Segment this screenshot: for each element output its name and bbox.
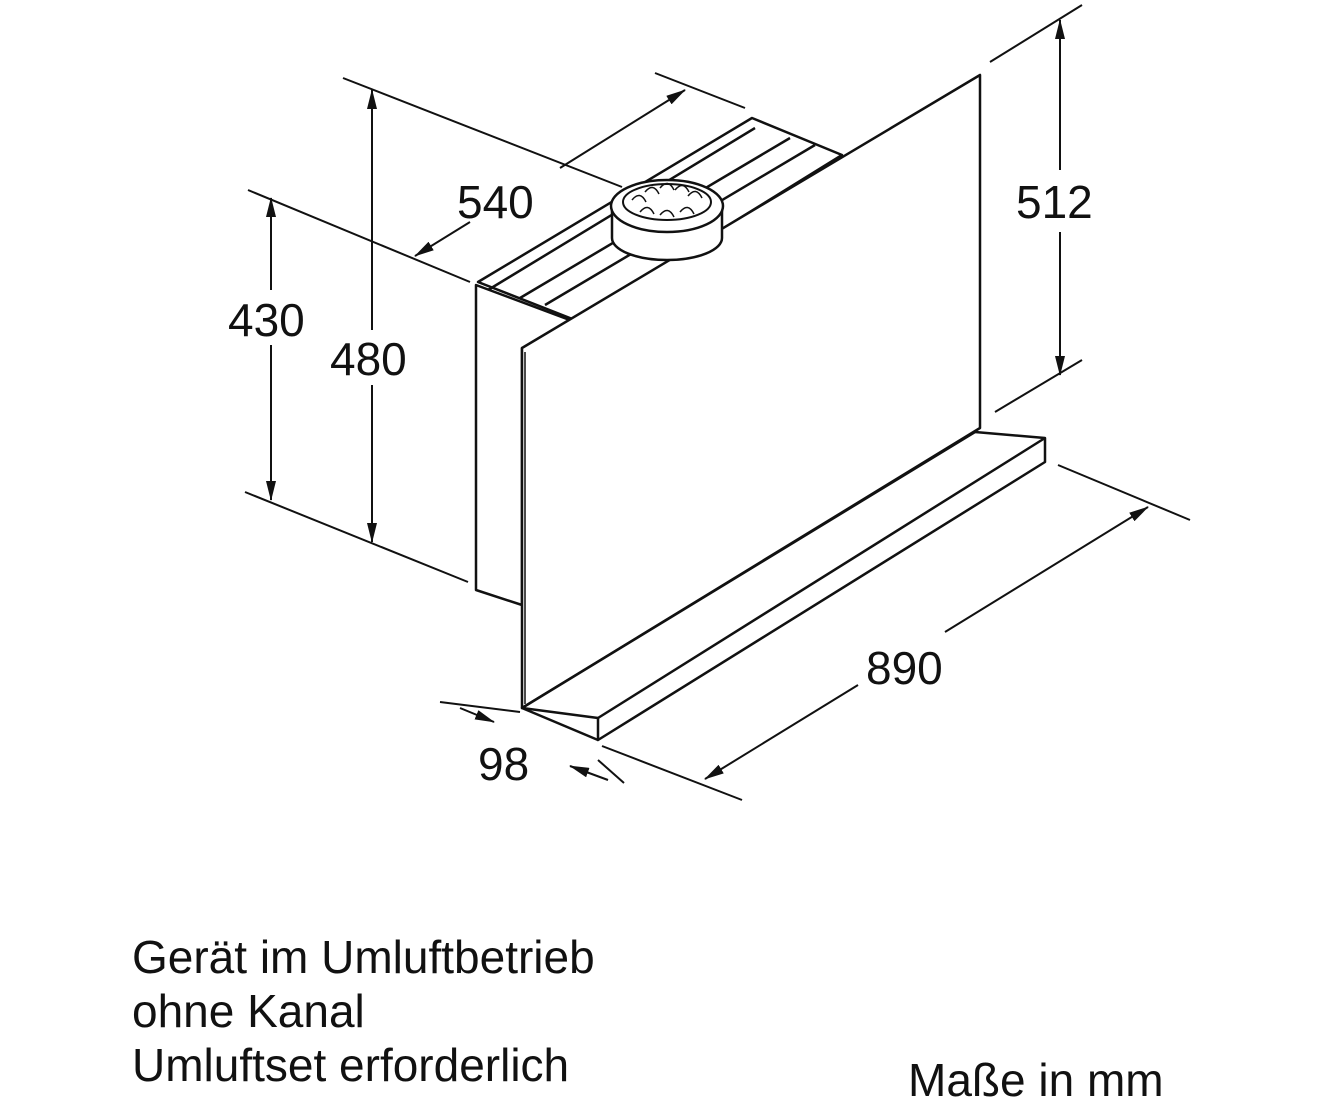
dim-line-540-upper — [559, 89, 686, 169]
fan-outlet — [609, 178, 725, 262]
dim-line-98-right — [569, 765, 609, 781]
dim-label-depth: 540 — [457, 176, 534, 228]
hood-body — [474, 73, 1047, 742]
dim-label-height-panel: 512 — [1016, 176, 1093, 228]
caption-line-1: Gerät im Umluftbetrieb — [132, 931, 595, 983]
unit-note: Maße in mm — [908, 1054, 1164, 1106]
dim-line-890-upper — [944, 506, 1149, 633]
dim-line-890-lower — [704, 684, 859, 780]
dim-label-panel-depth: 98 — [478, 738, 529, 790]
caption-line-3: Umluftset erforderlich — [132, 1039, 570, 1091]
dim-line-98-left — [459, 707, 495, 723]
extension-lines — [244, 4, 1191, 801]
caption-line-2: ohne Kanal — [132, 985, 365, 1037]
dim-label-height-total: 480 — [330, 333, 407, 385]
front-glass-panel — [520, 73, 982, 710]
dim-line-540-lower — [414, 221, 471, 257]
mode-caption: Gerät im Umluftbetrieb ohne Kanal Umluft… — [132, 930, 595, 1092]
dim-label-width: 890 — [866, 642, 943, 694]
dimension-lines — [266, 19, 1149, 781]
dim-label-height-body: 430 — [228, 294, 305, 346]
